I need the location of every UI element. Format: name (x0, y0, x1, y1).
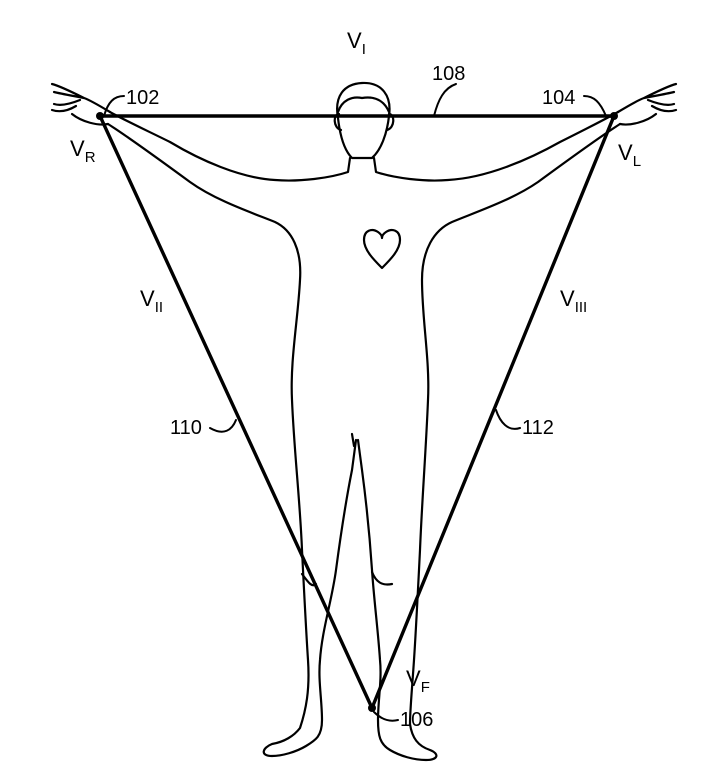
ref-106: 106 (400, 709, 433, 731)
label-v-left: VL (618, 140, 641, 170)
leader-112 (495, 409, 521, 430)
electrode-right-arm (96, 112, 104, 120)
label-lead-I: VI (347, 28, 366, 58)
heart-icon (362, 229, 402, 270)
lead-III-line (370, 114, 616, 710)
ref-112: 112 (522, 417, 554, 439)
label-lead-III: VIII (560, 286, 587, 316)
lead-II-line (98, 114, 374, 710)
leader-108 (433, 83, 457, 117)
leader-102 (103, 95, 125, 117)
leader-104 (583, 95, 607, 117)
ref-110: 110 (170, 417, 202, 439)
ref-104: 104 (542, 87, 575, 109)
electrode-left-arm (610, 112, 618, 120)
hand-left (616, 82, 678, 126)
body-left-side (356, 110, 622, 762)
label-v-foot: VF (406, 666, 430, 696)
knee-left (370, 570, 394, 586)
leader-106 (373, 711, 399, 722)
human-body-outline (50, 81, 678, 762)
head (336, 81, 391, 160)
label-v-right: VR (70, 136, 96, 166)
ref-108: 108 (432, 63, 465, 85)
ref-102: 102 (126, 87, 159, 109)
leader-110 (209, 419, 237, 433)
hand-right (50, 82, 112, 126)
body-right-side (106, 110, 358, 758)
groin-mark (350, 432, 356, 448)
electrode-foot (368, 704, 376, 712)
label-lead-II: VII (140, 286, 163, 316)
hair (336, 96, 391, 114)
